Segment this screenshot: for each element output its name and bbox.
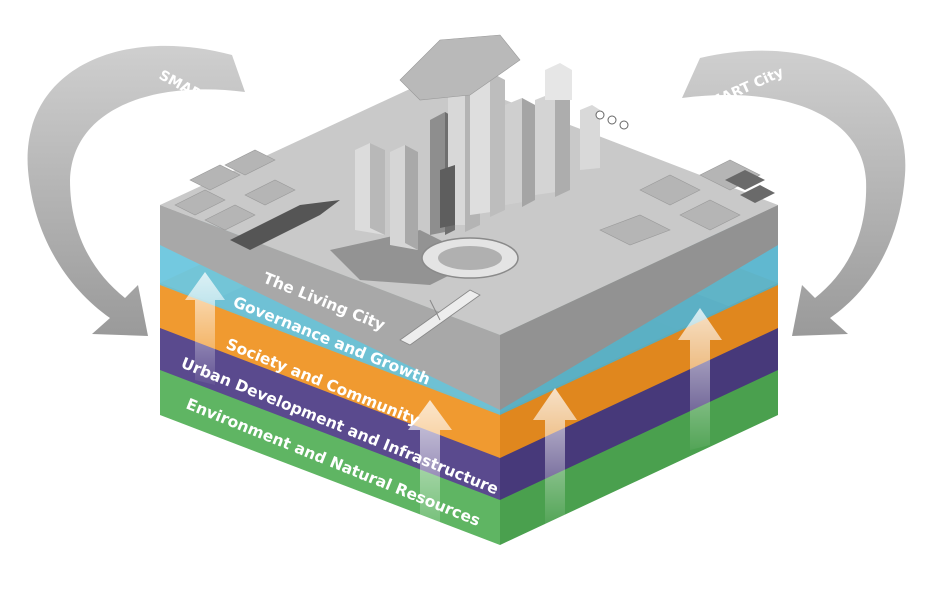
up-arrow-icon xyxy=(678,308,722,450)
city-model xyxy=(174,34,775,346)
up-arrows xyxy=(185,272,722,545)
solar-panels xyxy=(725,170,775,203)
wind-turbines-icon xyxy=(595,110,629,130)
right-curved-arrow-icon xyxy=(682,50,906,336)
skyscrapers xyxy=(355,63,600,250)
river xyxy=(230,200,340,250)
left-curved-arrow-icon xyxy=(27,45,245,336)
city-blocks-right xyxy=(599,159,761,246)
bridge xyxy=(399,289,481,346)
up-arrow-icon xyxy=(185,272,225,385)
up-arrow-icon xyxy=(408,400,452,545)
stadium xyxy=(421,237,519,279)
city-blocks-left xyxy=(174,149,296,231)
up-arrow-icon xyxy=(533,388,577,525)
hill xyxy=(399,34,521,101)
